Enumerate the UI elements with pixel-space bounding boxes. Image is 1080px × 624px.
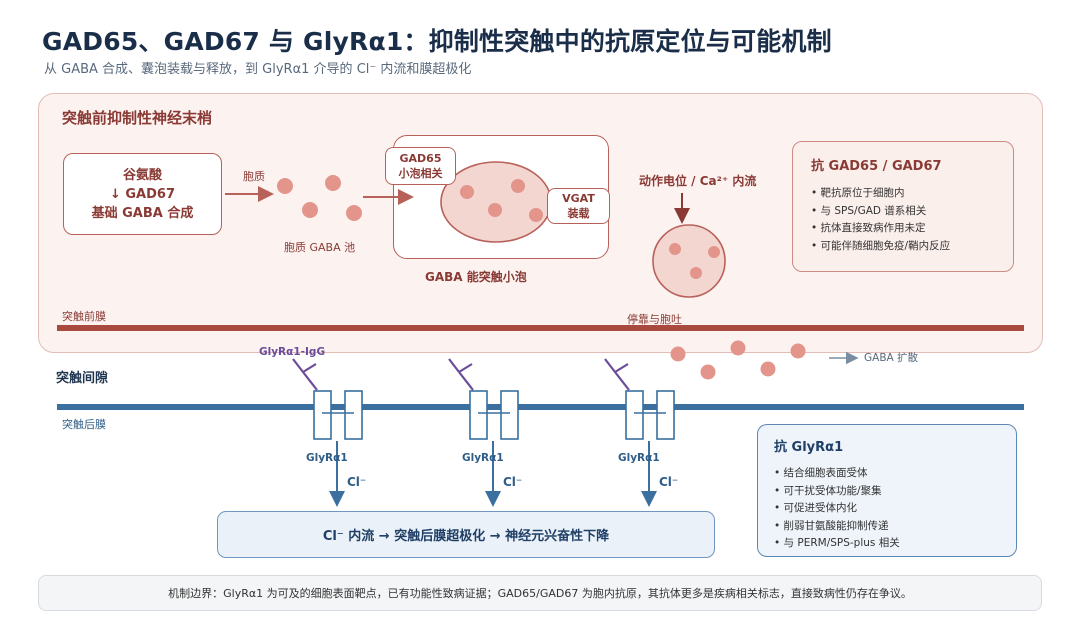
glyr-receptor-1 xyxy=(313,390,363,440)
synaptic-cleft-label: 突触间隙 xyxy=(56,371,109,386)
glyr-antibody-2 xyxy=(448,358,474,391)
gaba-vesicle xyxy=(440,161,552,243)
postsynaptic-membrane-label: 突触后膜 xyxy=(62,418,106,431)
anti-glyr-list: • 结合细胞表面受体 • 可干扰受体功能/聚集 • 可促进受体内化 • 削弱甘氨… xyxy=(774,465,900,553)
glyr-antibody-3 xyxy=(604,358,630,391)
anti-gad-item: • 可能伴随细胞免疫/鞘内反应 xyxy=(811,239,951,252)
docking-vesicle-dots xyxy=(669,243,720,279)
glyr-receptor-2 xyxy=(469,390,519,440)
hyperpolarization-result: Cl⁻ 内流 → 突触后膜超极化 → 神经元兴奋性下降 xyxy=(217,511,715,558)
cl-label-3: Cl⁻ xyxy=(659,475,679,489)
anti-glyr-item: • 削弱甘氨酸能抑制传递 xyxy=(774,519,889,532)
vesicle-label: GABA 能突触小泡 xyxy=(425,270,527,284)
gad65-tag-line-2: 小泡相关 xyxy=(398,167,443,180)
anti-gad-box: 抗 GAD65 / GAD67 • 靶抗原位于细胞内 • 与 SPS/GAD 谱… xyxy=(792,141,1014,272)
glyr-label-1: GlyRα1 xyxy=(306,452,348,464)
page-subtitle: 从 GABA 合成、囊泡装载与释放，到 GlyRα1 介导的 Cl⁻ 内流和膜超… xyxy=(44,62,472,77)
anti-gad-list: • 靶抗原位于细胞内 • 与 SPS/GAD 谱系相关 • 抗体直接致病作用未定… xyxy=(811,185,950,255)
vesicle-gaba-dots xyxy=(460,179,543,222)
docking-label: 停靠与胞吐 xyxy=(627,313,682,326)
page-title: GAD65、GAD67 与 GlyRα1：抑制性突触中的抗原定位与可能机制 xyxy=(42,27,832,56)
synthesis-line-3: 基础 GABA 合成 xyxy=(91,205,194,221)
cl-label-1: Cl⁻ xyxy=(347,475,367,489)
glyr-receptor-3 xyxy=(625,390,675,440)
anti-glyr-box: 抗 GlyRα1 • 结合细胞表面受体 • 可干扰受体功能/聚集 • 可促进受体… xyxy=(757,424,1017,557)
presynaptic-title: 突触前抑制性神经末梢 xyxy=(62,109,213,127)
gad65-tag: GAD65 小泡相关 xyxy=(385,147,456,185)
glyr-label-3: GlyRα1 xyxy=(618,452,660,464)
glyr-label-2: GlyRα1 xyxy=(462,452,504,464)
gad65-tag-line-1: GAD65 xyxy=(399,152,442,165)
cytoplasm-arrow-label: 胞质 xyxy=(243,170,265,183)
cytoplasm-gaba-dots xyxy=(277,175,362,221)
anti-glyr-item: • 可干扰受体功能/聚集 xyxy=(774,484,882,497)
cl-label-2: Cl⁻ xyxy=(503,475,523,489)
synthesis-line-1: 谷氨酸 xyxy=(122,167,162,183)
mechanism-boundary-note: 机制边界：GlyRα1 为可及的细胞表面靶点，已有功能性致病证据；GAD65/G… xyxy=(38,575,1042,611)
anti-glyr-title: 抗 GlyRα1 xyxy=(774,440,844,455)
antibody-label: GlyRα1-IgG xyxy=(259,346,326,358)
gaba-synthesis-box: 谷氨酸 ↓ GAD67 基础 GABA 合成 xyxy=(63,153,222,235)
anti-glyr-item: • 结合细胞表面受体 xyxy=(774,467,868,479)
vgat-tag-line-2: 装载 xyxy=(567,207,590,220)
released-gaba-dots xyxy=(670,340,806,380)
anti-glyr-item: • 可促进受体内化 xyxy=(774,502,858,514)
docking-vesicle xyxy=(652,224,726,298)
vgat-tag-line-1: VGAT xyxy=(562,192,595,205)
action-potential-label: 动作电位 / Ca²⁺ 内流 xyxy=(639,174,757,188)
cytoplasm-pool-label: 胞质 GABA 池 xyxy=(284,241,356,254)
presynaptic-membrane-label: 突触前膜 xyxy=(62,310,106,323)
synthesis-line-2: ↓ GAD67 xyxy=(109,186,176,202)
anti-gad-item: • 抗体直接致病作用未定 xyxy=(811,222,926,234)
anti-gad-item: • 靶抗原位于细胞内 xyxy=(811,187,905,199)
vgat-tag: VGAT 装载 xyxy=(547,188,610,224)
anti-glyr-item: • 与 PERM/SPS-plus 相关 xyxy=(774,537,900,549)
anti-gad-item: • 与 SPS/GAD 谱系相关 xyxy=(811,204,927,217)
glyr-antibody-1 xyxy=(292,358,318,391)
gaba-diffusion-label: GABA 扩散 xyxy=(864,352,919,364)
anti-gad-title: 抗 GAD65 / GAD67 xyxy=(811,159,942,174)
